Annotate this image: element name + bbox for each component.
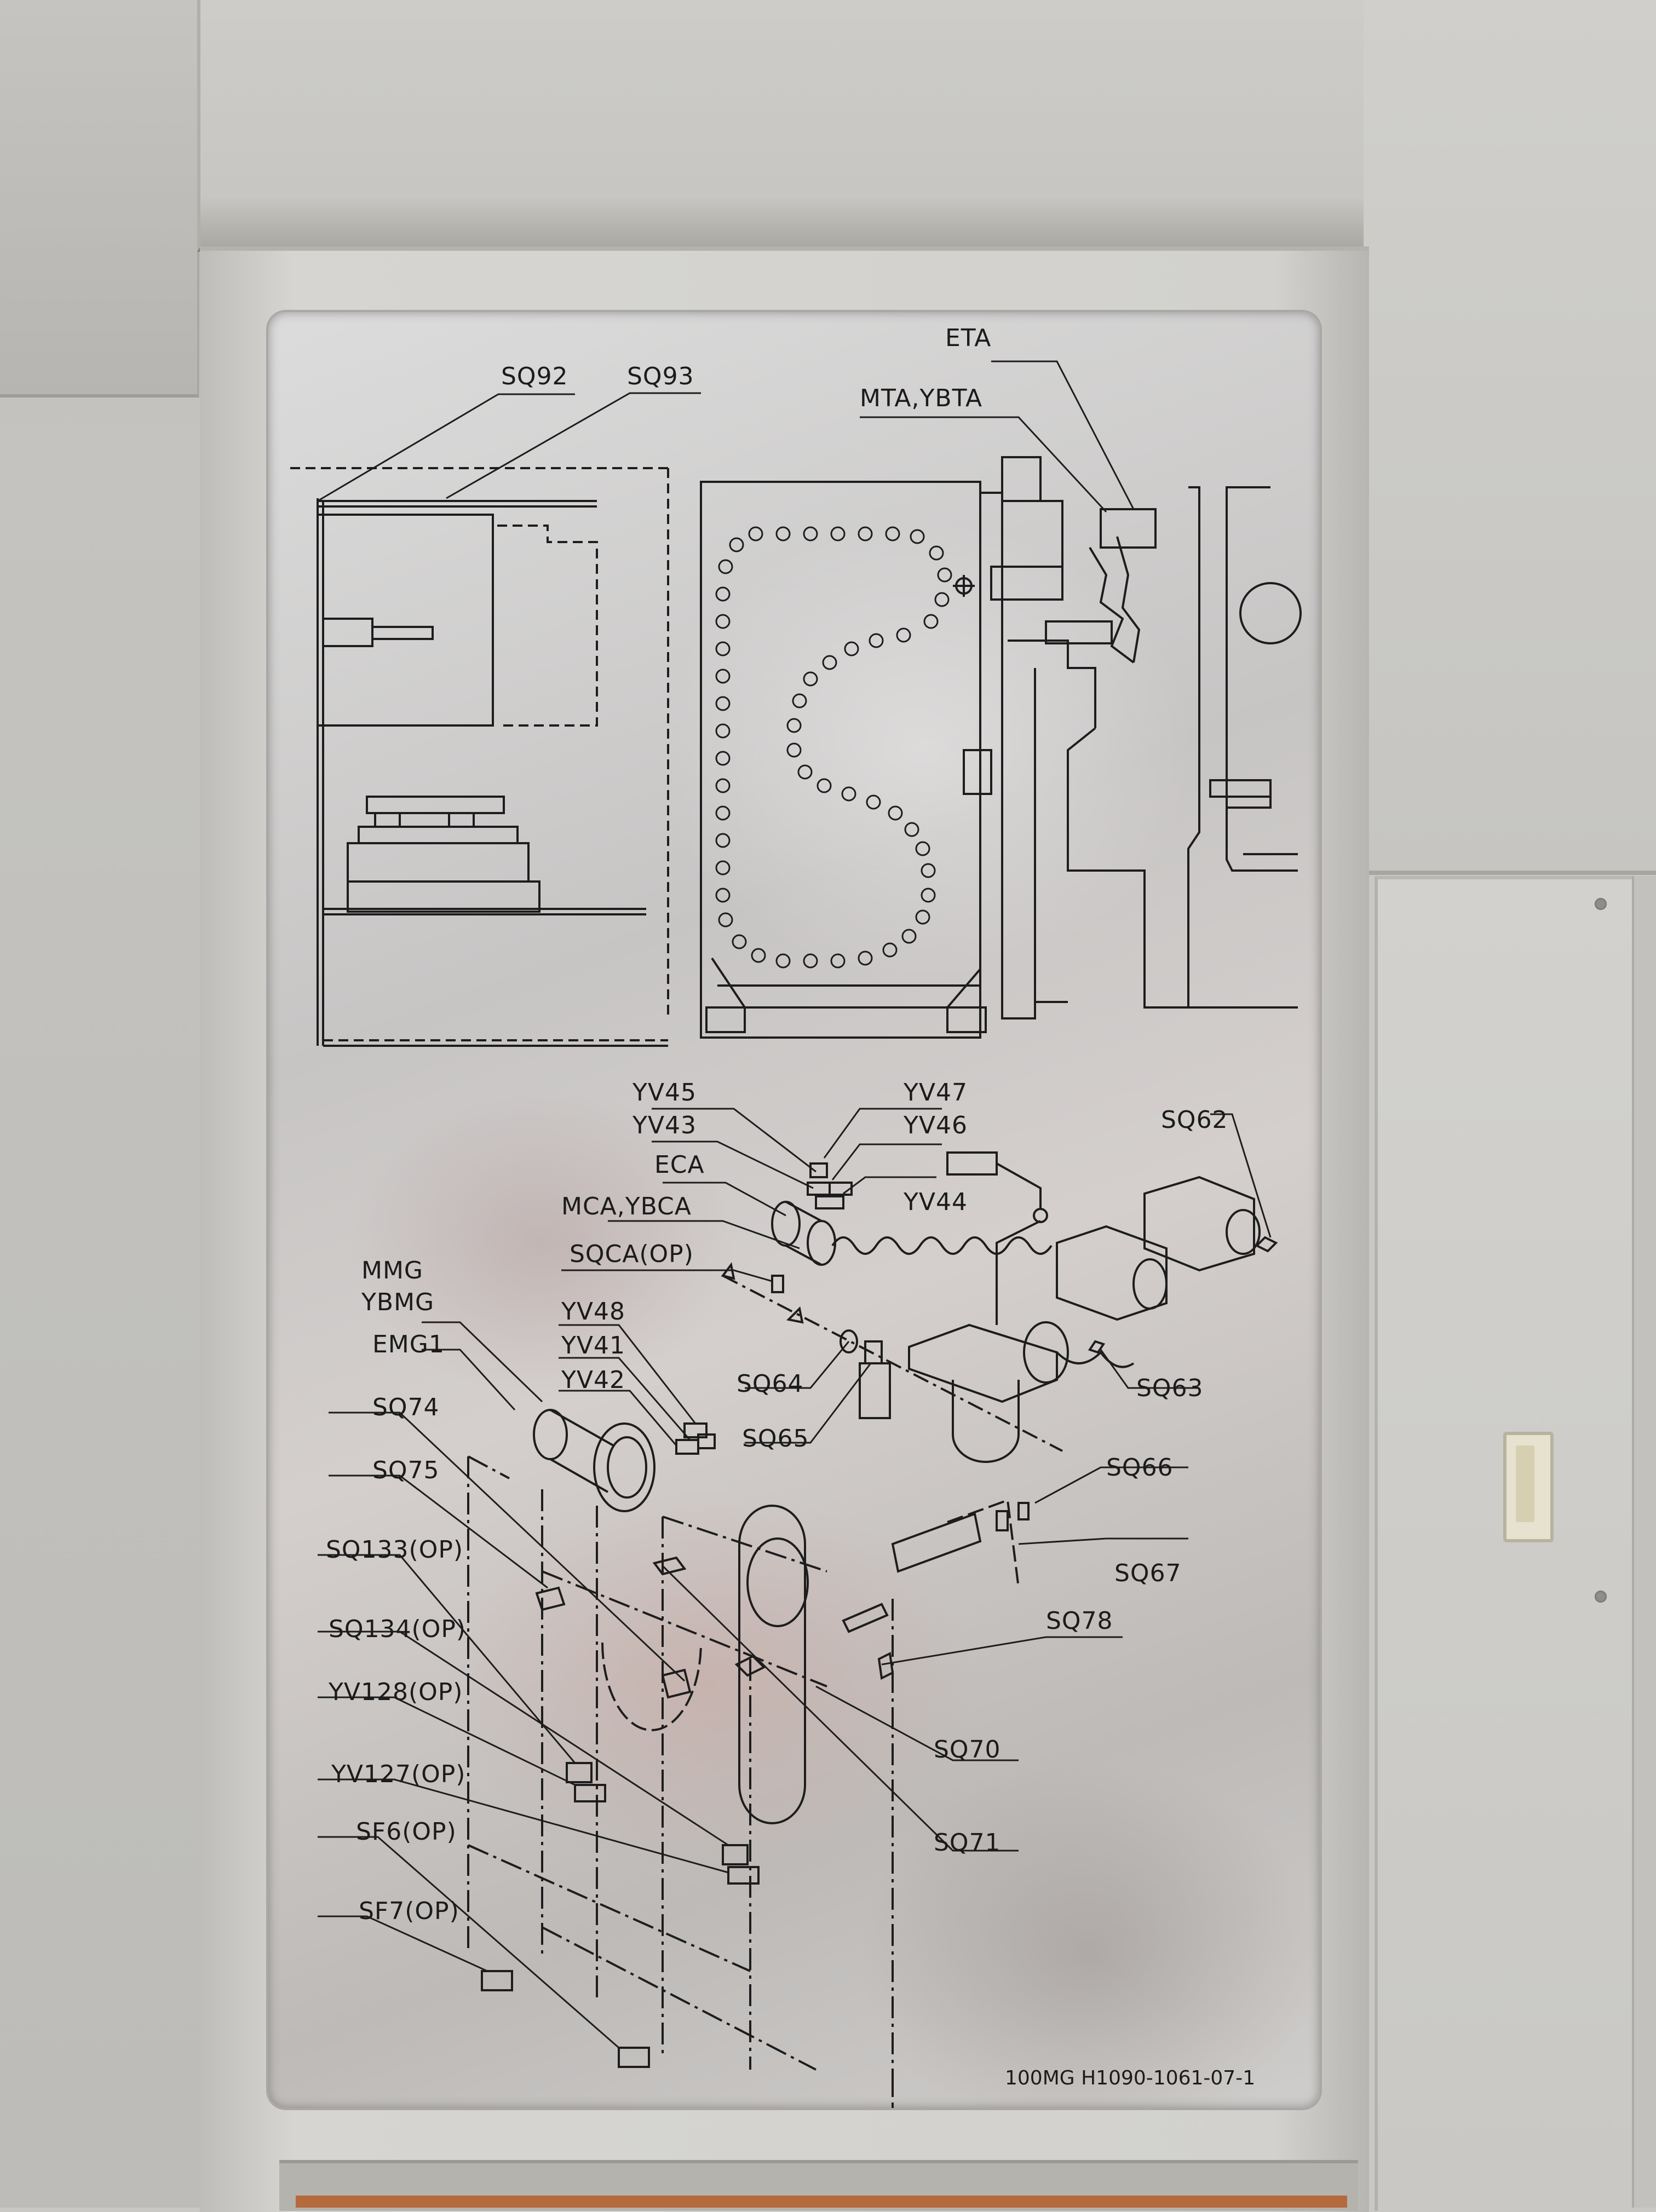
label-sq66: SQ66: [1106, 1454, 1174, 1482]
label-ybmg: YBMG: [361, 1288, 435, 1316]
label-emg1: EMG1: [372, 1330, 445, 1358]
label-yv48: YV48: [561, 1298, 625, 1326]
label-sqca-op: SQCA(OP): [570, 1240, 694, 1268]
label-sq62: SQ62: [1161, 1106, 1228, 1134]
label-sq65: SQ65: [742, 1425, 809, 1453]
right-cabinet-panel: [1364, 0, 1656, 875]
label-sq92: SQ92: [501, 362, 568, 390]
label-sq78: SQ78: [1046, 1607, 1113, 1635]
label-yv127-op: YV127(OP): [331, 1760, 466, 1788]
door-hinge-screw: [1595, 898, 1607, 910]
label-sq64: SQ64: [737, 1370, 804, 1398]
label-yv46: YV46: [904, 1111, 968, 1139]
left-cabinet-panel: [0, 0, 199, 398]
wiring-diagram-plate: SQ92 SQ93 ETA MTA,YBTA YV45 YV43 YV47 YV…: [268, 312, 1320, 2108]
right-door-edge: [1632, 876, 1656, 2208]
part-number: 100MG H1090-1061-07-1: [1005, 2067, 1256, 2089]
label-sq67: SQ67: [1114, 1559, 1182, 1587]
label-sq74: SQ74: [372, 1393, 440, 1421]
label-mmg: MMG: [361, 1257, 424, 1284]
right-electrical-door: [1375, 876, 1635, 2211]
label-sf7-op: SF7(OP): [359, 1897, 459, 1925]
door-hinge-screw: [1595, 1591, 1607, 1603]
label-yv128-op: YV128(OP): [329, 1678, 463, 1706]
leader-lines: [317, 360, 1272, 2049]
label-sq63: SQ63: [1136, 1374, 1204, 1402]
label-eta: ETA: [945, 324, 992, 352]
label-eca: ECA: [654, 1151, 705, 1179]
label-yv42: YV42: [561, 1366, 625, 1394]
side-view-drawing: [290, 467, 669, 1047]
tool-magazine-drawing: [700, 481, 992, 1039]
label-yv44: YV44: [904, 1188, 968, 1216]
label-yv45: YV45: [633, 1079, 697, 1107]
label-yv43: YV43: [633, 1111, 697, 1139]
label-sq133-op: SQ133(OP): [326, 1536, 464, 1564]
label-sq134-op: SQ134(OP): [329, 1615, 467, 1643]
label-sq70: SQ70: [934, 1736, 1001, 1764]
door-latch-slot: [1516, 1445, 1534, 1522]
label-sq75: SQ75: [372, 1456, 440, 1484]
label-mta-ybta: MTA,YBTA: [860, 384, 983, 412]
label-sq71: SQ71: [934, 1829, 1001, 1857]
diagram-drawing: [290, 360, 1302, 2108]
label-yv47: YV47: [904, 1079, 968, 1107]
lower-panel-edge: [296, 2196, 1347, 2208]
label-yv41: YV41: [561, 1332, 625, 1360]
label-sf6-op: SF6(OP): [356, 1818, 457, 1846]
atc-mechanism-drawing: [467, 1151, 1278, 2108]
label-sq93: SQ93: [627, 362, 694, 390]
label-mca-ybca: MCA,YBCA: [561, 1193, 692, 1220]
spindle-head-drawing: [980, 456, 1302, 1019]
upper-cabinet-panel: [197, 0, 1371, 252]
